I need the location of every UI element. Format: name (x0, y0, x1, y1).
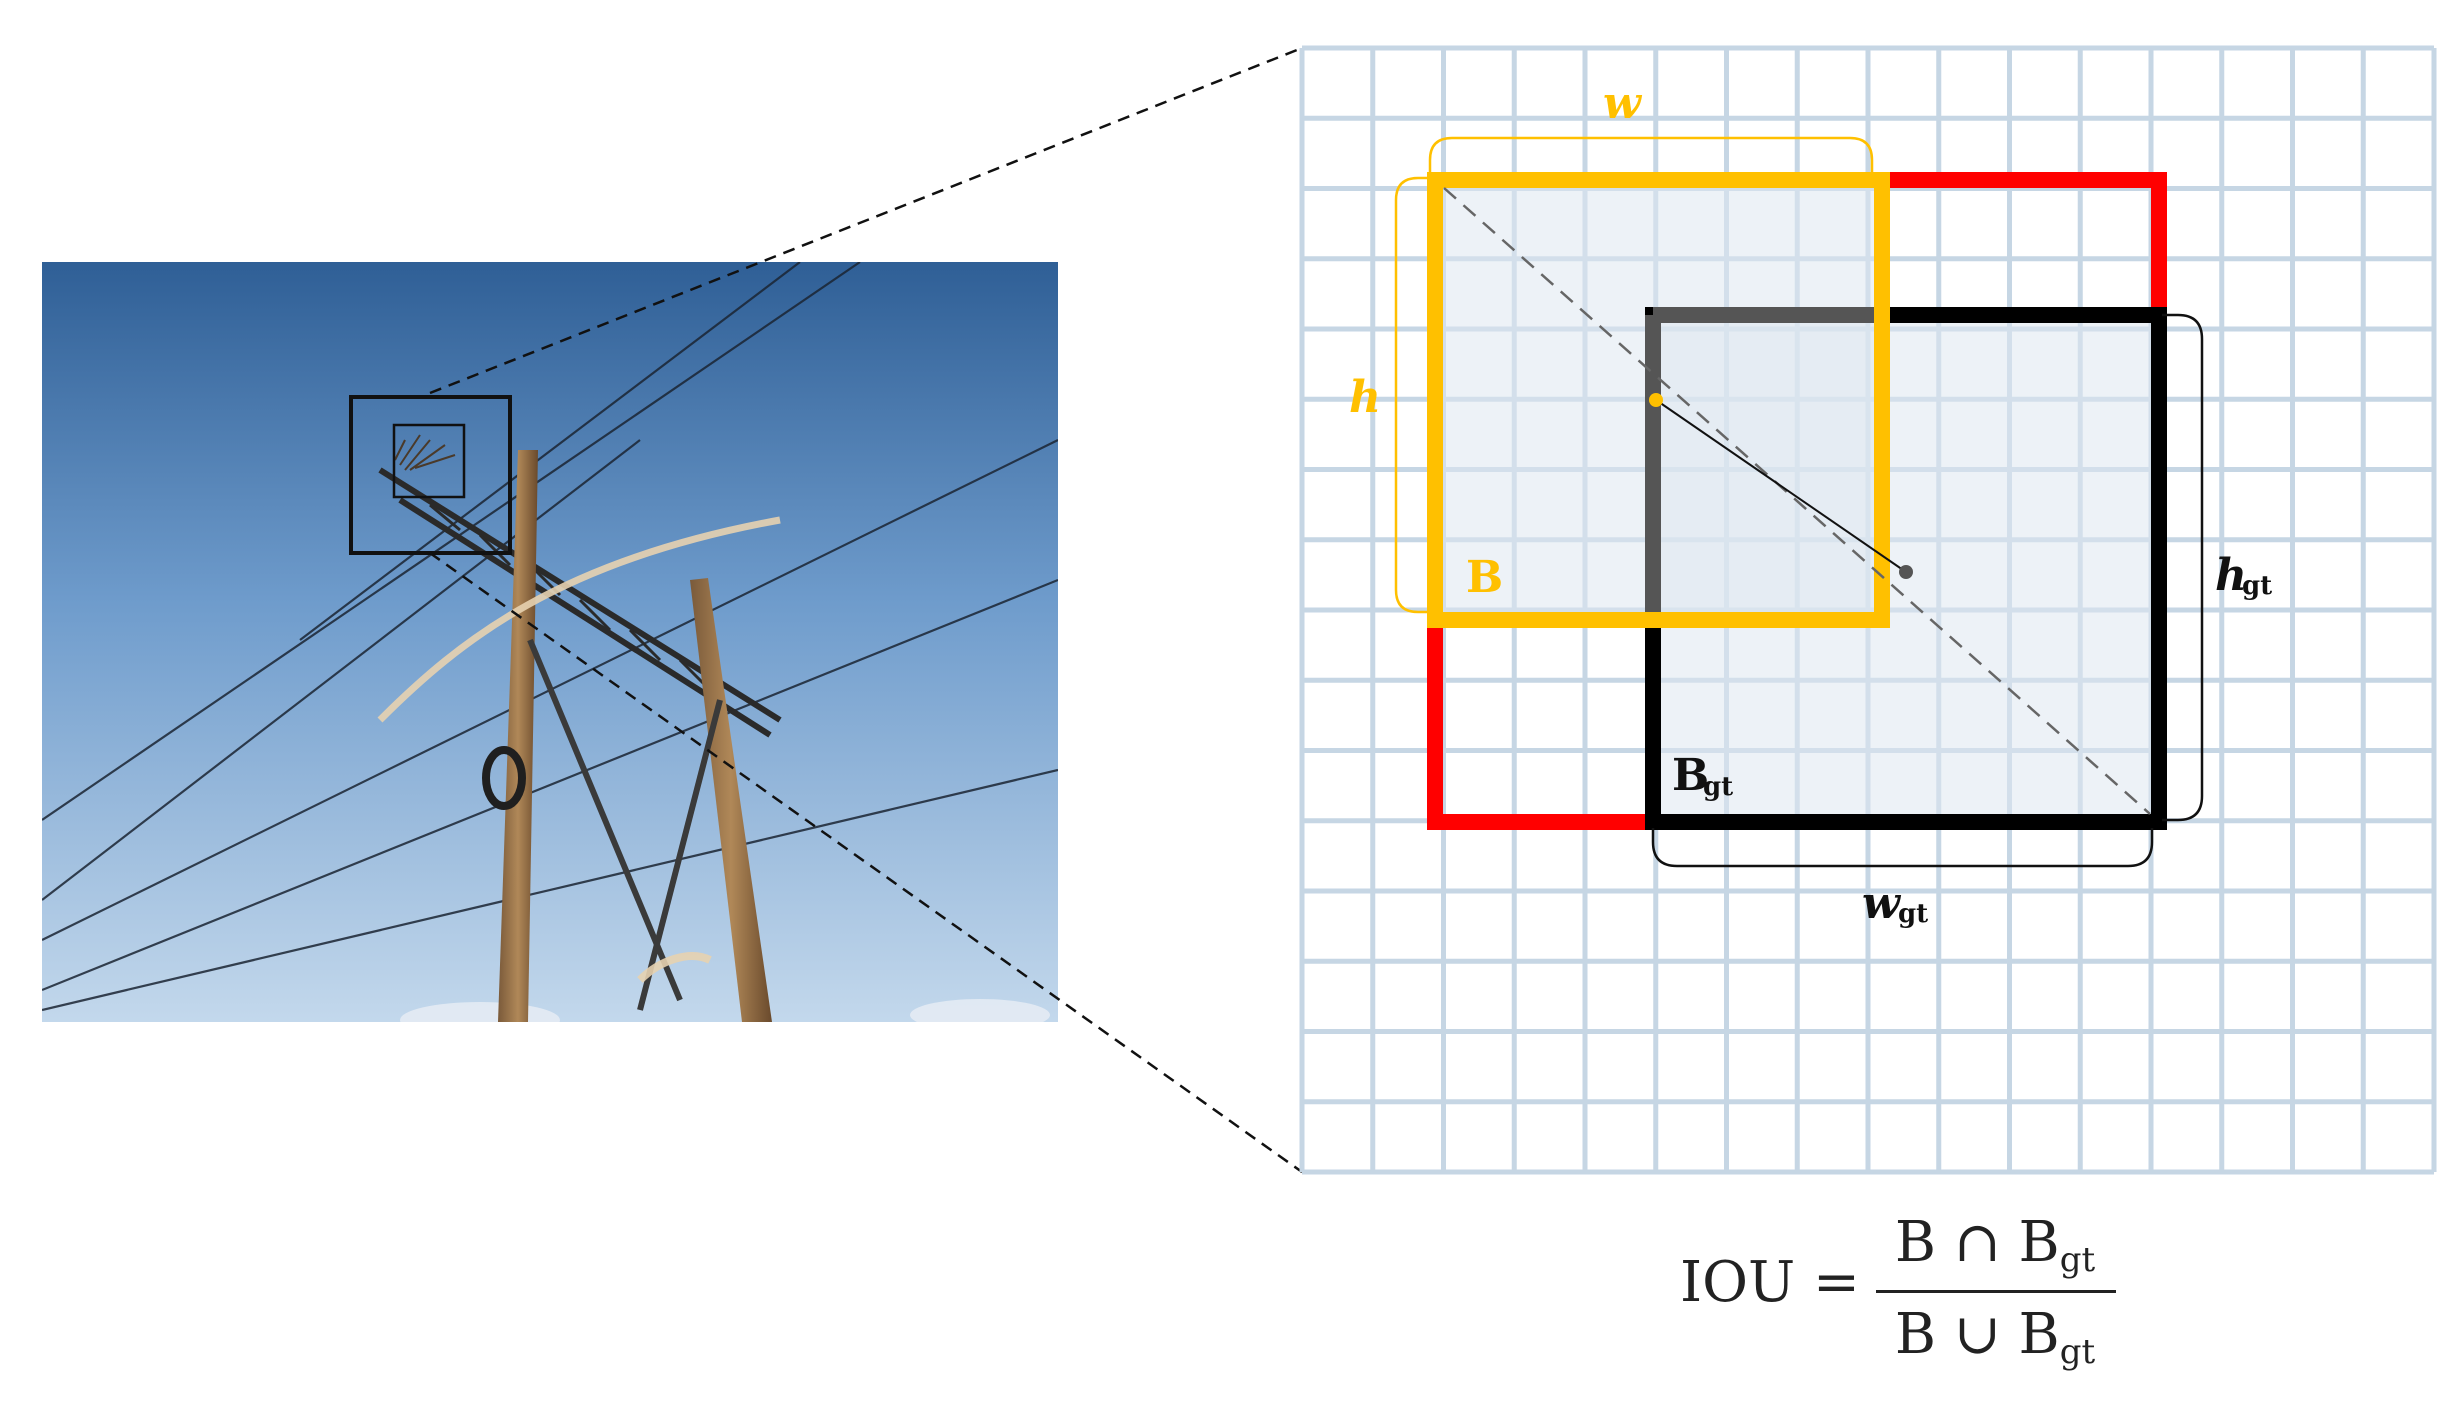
zoom-connector-lines (429, 46, 1303, 1174)
w-label: w (1603, 78, 1643, 129)
h-gt-brace (2162, 313, 2204, 822)
svg-text:B: B (1672, 750, 1709, 801)
enclosing-diagonal (1443, 187, 2151, 815)
small-detection-box (392, 423, 466, 499)
formula-lhs: IOU = (1680, 1250, 1860, 1315)
svg-text:w: w (1862, 878, 1902, 929)
formula-denominator: B ∪ Bgt (1894, 1302, 2096, 1372)
w-gt-brace (1651, 828, 2154, 868)
h-gt-label: h gt (2215, 550, 2272, 601)
formula-numerator: B ∩ Bgt (1894, 1210, 2096, 1280)
formula-fraction-bar (1876, 1290, 2116, 1293)
h-brace (1394, 176, 1430, 614)
power-line-tower-photo (42, 262, 1058, 1022)
svg-text:gt: gt (1898, 899, 1928, 929)
predicted-center-dot (1649, 393, 1663, 407)
svg-text:gt: gt (1703, 772, 1733, 802)
svg-text:gt: gt (2242, 571, 2272, 601)
iou-formula: IOU = B ∩ Bgt B ∪ Bgt (1680, 1190, 2120, 1410)
predicted-box (1427, 172, 1890, 628)
ground-truth-center-dot (1899, 565, 1913, 579)
ground-truth-box-label: B gt (1672, 750, 1733, 802)
h-label: h (1349, 372, 1381, 423)
svg-text:h: h (2215, 550, 2247, 601)
w-gt-label: w gt (1862, 878, 1928, 929)
w-brace (1428, 136, 1874, 176)
center-distance-line (1655, 399, 1907, 573)
predicted-box-label: B (1466, 552, 1503, 603)
